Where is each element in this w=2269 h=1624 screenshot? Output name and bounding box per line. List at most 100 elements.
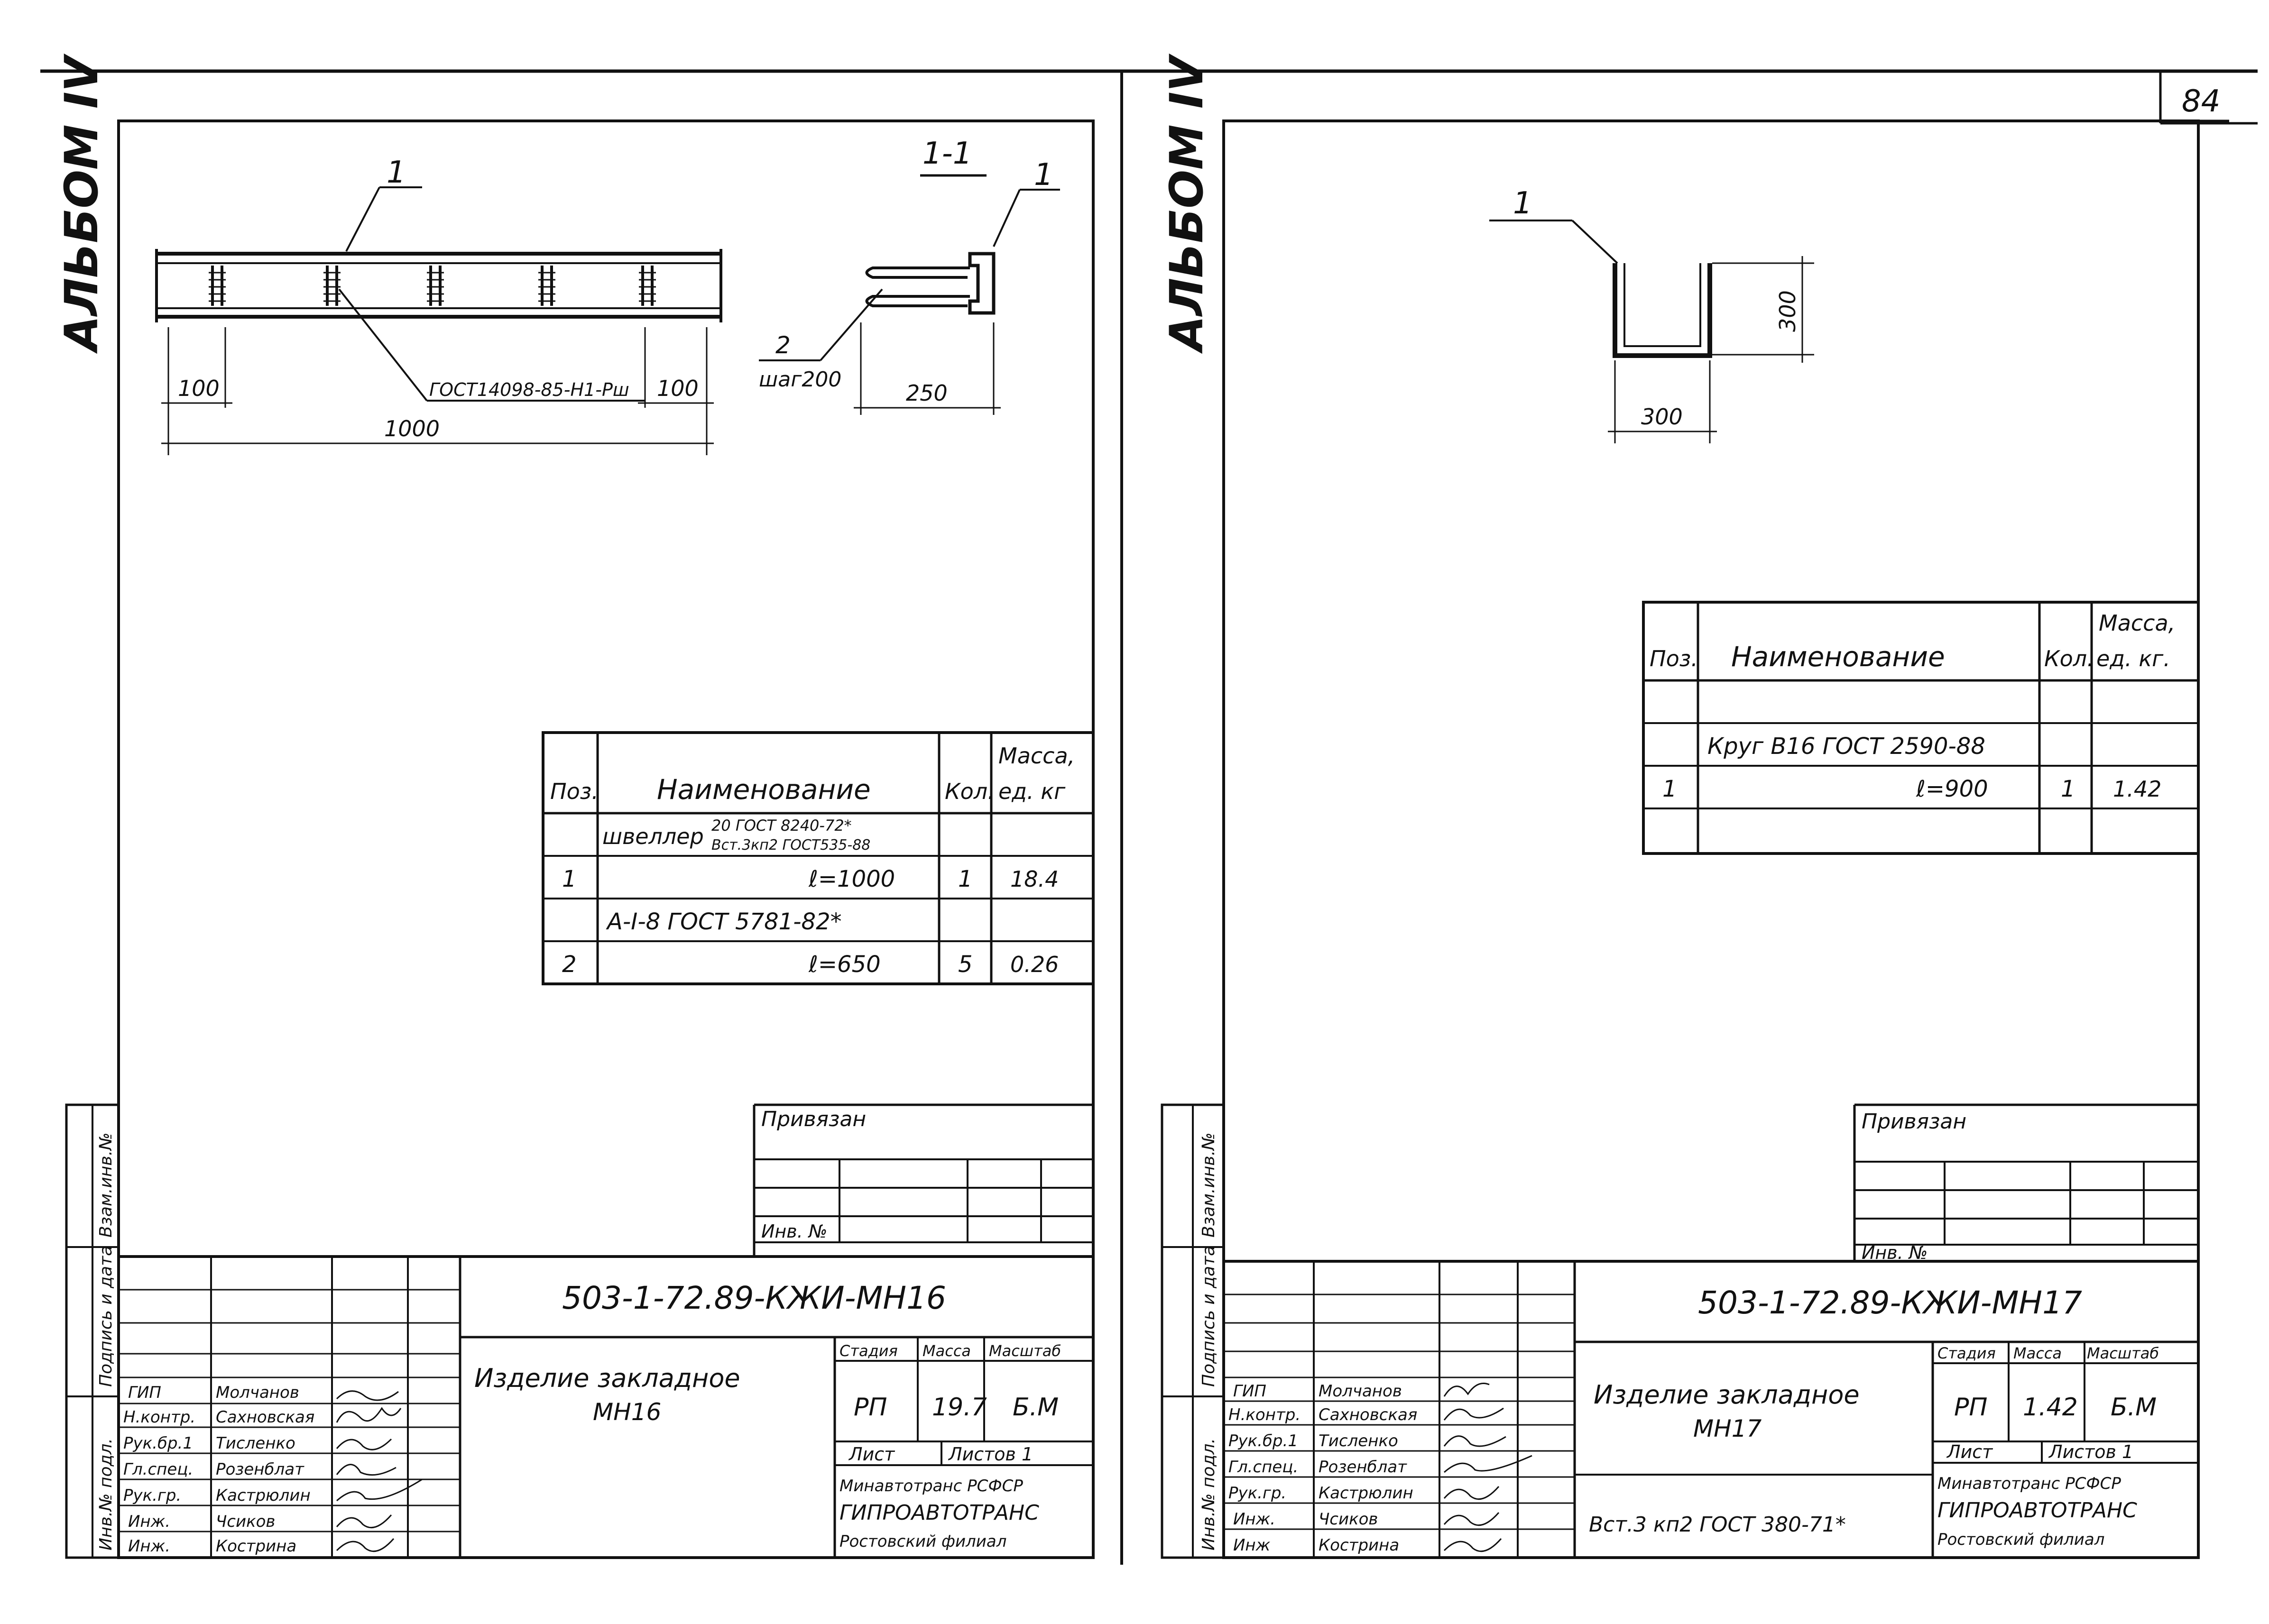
tb-org-1: Минавтотранс РСФСР xyxy=(1937,1474,2121,1493)
signature xyxy=(336,1438,392,1450)
spec-row2-pos: 1 xyxy=(562,866,577,892)
spec-row3-pos: 1 xyxy=(1662,776,1677,802)
spec-header-qty: Кол. xyxy=(2044,646,2094,671)
binding-box-right: Привязан Инв. № xyxy=(1853,1103,2198,1263)
binding-title: Привязан xyxy=(761,1107,866,1131)
tb-sheet-label: Лист xyxy=(1946,1441,1993,1462)
spec-header-mass-2: ед. кг. xyxy=(2096,646,2170,671)
tb-description-2: МН16 xyxy=(593,1398,661,1426)
staff-role: Рук.гр. xyxy=(1228,1484,1286,1503)
signature xyxy=(336,1478,423,1502)
anchor-bar xyxy=(323,266,341,306)
spec-row2-name: ℓ=1000 xyxy=(808,866,895,892)
spec-table-right: Поз. Наименование Кол. Масса, ед. кг. Кр… xyxy=(1642,601,2200,855)
staff-role: ГИП xyxy=(128,1383,161,1402)
binding-box-left: Привязан Инв. № xyxy=(753,1103,1093,1257)
staff-name: Тисленко xyxy=(1319,1431,1398,1450)
channel-section xyxy=(968,252,996,315)
album-label-right: АЛЬБОМ IV xyxy=(1160,53,1213,354)
u-bar-leader xyxy=(1571,220,1618,264)
tb-org-2: ГИПРОАВТОТРАНС xyxy=(839,1501,1039,1525)
dim-right: 100 xyxy=(657,376,699,401)
u-bar-outer xyxy=(1613,263,1712,358)
tb-stage: РП xyxy=(854,1393,887,1422)
spec-row3-qty: 1 xyxy=(2061,776,2075,802)
title-block-left: ГИП Молчанов Н.контр. Сахновская Рук.бр.… xyxy=(119,1255,1093,1558)
side-inv-right: Инв.№ подл. xyxy=(1199,1438,1218,1551)
spec-header-name: Наименование xyxy=(657,773,871,806)
tb-scale: Б.М xyxy=(2111,1393,2157,1422)
tb-org-1: Минавтотранс РСФСР xyxy=(839,1477,1023,1496)
staff-role: Рук.гр. xyxy=(123,1486,181,1505)
tb-scale-label: Масштаб xyxy=(989,1342,1061,1360)
binding-inv: Инв. № xyxy=(1862,1242,1928,1263)
tb-code: 503-1-72.89-КЖИ-МН16 xyxy=(562,1280,946,1316)
u-bar-pos-label: 1 xyxy=(1513,186,1532,221)
tb-org-2: ГИПРОАВТОТРАНС xyxy=(1937,1498,2137,1523)
staff-role: Гл.спец. xyxy=(123,1460,193,1479)
dim-left: 100 xyxy=(178,376,220,401)
staff-name: Кастрюлин xyxy=(1319,1484,1413,1503)
title-block-right: ГИП Молчанов Н.контр. Сахновская Рук.бр.… xyxy=(1224,1260,2198,1558)
spec-header-pos: Поз. xyxy=(550,779,599,804)
dim-height: 300 xyxy=(1775,290,1800,332)
dim-width: 250 xyxy=(906,380,948,406)
staff-name: Кострина xyxy=(1319,1536,1399,1555)
u-bar-inner xyxy=(1623,263,1701,347)
pos1-leader xyxy=(345,187,380,252)
page-number: 84 xyxy=(2182,84,2220,119)
tb-stage-label: Стадия xyxy=(1937,1344,1996,1362)
section-1-1: 1-1 1 2 шаг200 250 xyxy=(759,136,1060,415)
spec-row2-mass: 18.4 xyxy=(1010,866,1059,892)
tb-sheets-label: Листов 1 xyxy=(948,1444,1033,1465)
pos1-label: 1 xyxy=(387,155,406,190)
tb-material: Вст.3 кп2 ГОСТ 380-71* xyxy=(1589,1513,1846,1537)
sheet-right: АЛЬБОМ IV Взам.инв.№ Подпись и дата Инв.… xyxy=(1160,53,2229,1559)
tb-description-1: Изделие закладное xyxy=(474,1363,740,1393)
spec-table-frame xyxy=(542,731,1095,985)
spec-header-mass-1: Масса, xyxy=(2099,610,2175,636)
weld-note: ГОСТ14098-85-Н1-Рш xyxy=(429,379,629,400)
staff-role: Гл.спец. xyxy=(1228,1458,1298,1477)
binding-title: Привязан xyxy=(1862,1110,1966,1134)
staff-name: Чсиков xyxy=(216,1512,275,1531)
tb-scale-label: Масштаб xyxy=(2087,1344,2159,1362)
spec-header-qty: Кол. xyxy=(945,779,995,804)
staff-name: Молчанов xyxy=(216,1383,299,1402)
tb-mass: 1.42 xyxy=(2023,1393,2078,1422)
signature xyxy=(1444,1455,1532,1473)
staff-role: Инж xyxy=(1233,1536,1271,1555)
staff-name: Кастрюлин xyxy=(216,1486,311,1505)
tb-org-3: Ростовский филиал xyxy=(839,1532,1006,1551)
album-label-left: АЛЬБОМ IV xyxy=(55,53,108,354)
staff-name: Кострина xyxy=(216,1537,296,1556)
staff-role: Инж. xyxy=(128,1512,170,1531)
staff-role: Инж. xyxy=(1233,1510,1275,1529)
signature xyxy=(336,1514,392,1529)
spec-row2-qty: 1 xyxy=(958,866,973,892)
signature xyxy=(1443,1383,1490,1397)
staff-role: Н.контр. xyxy=(123,1408,195,1427)
anchor-bar xyxy=(538,266,555,306)
tb-code: 503-1-72.89-КЖИ-МН17 xyxy=(1698,1285,2082,1321)
weld-leader xyxy=(338,288,428,402)
tb-sheet-label: Лист xyxy=(848,1444,895,1465)
section-label: 1-1 xyxy=(922,136,972,171)
u-bar-drawing: 1 300 300 xyxy=(1489,186,1814,443)
signature xyxy=(1443,1407,1504,1421)
spec-row1-name-extra-2: Вст.3кп2 ГОСТ535-88 xyxy=(711,837,870,853)
spec-header-mass-1: Масса, xyxy=(998,743,1075,769)
staff-name: Розенблат xyxy=(1319,1458,1407,1477)
anchor-hook-bottom xyxy=(865,295,970,307)
tb-mass: 19.7 xyxy=(932,1393,987,1422)
anchor-bar xyxy=(209,266,226,306)
staff-name: Сахновская xyxy=(216,1408,314,1427)
spec-table-frame xyxy=(1642,601,2200,855)
anchor-bar xyxy=(639,266,656,306)
spec-row4-mass: 0.26 xyxy=(1010,952,1059,977)
spec-row4-pos: 2 xyxy=(562,951,577,978)
tb-org-3: Ростовский филиал xyxy=(1937,1530,2104,1549)
tb-stage: РП xyxy=(1954,1393,1987,1422)
staff-role: Инж. xyxy=(128,1537,170,1556)
